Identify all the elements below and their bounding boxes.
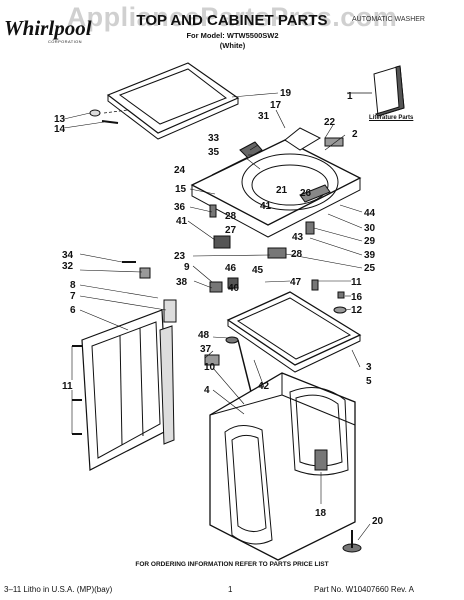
callout-11-left: 11 — [62, 381, 73, 392]
callout-10: 10 — [204, 362, 216, 373]
part-11-shape — [311, 279, 319, 291]
cabinet-rear-panel — [81, 309, 175, 471]
part-12-shape — [333, 306, 347, 314]
part-7-shape — [163, 299, 177, 323]
callout-24: 24 — [174, 165, 186, 176]
callout-25: 25 — [364, 263, 376, 274]
callout-2: 2 — [352, 129, 358, 140]
part-25-shape — [267, 247, 287, 259]
callout-28-upper: 28 — [225, 211, 237, 222]
callout-38: 38 — [176, 277, 188, 288]
callout-12: 12 — [351, 305, 363, 316]
callout-43: 43 — [292, 232, 304, 243]
callout-41-left: 41 — [176, 216, 188, 227]
callout-31: 31 — [258, 111, 270, 122]
callout-48: 48 — [198, 330, 210, 341]
brand-subtitle: CORPORATION — [48, 39, 82, 44]
part-48-shape — [225, 336, 239, 344]
callout-37: 37 — [200, 344, 212, 355]
part-16-shape — [337, 291, 345, 299]
washer-top — [190, 127, 362, 238]
callout-19: 19 — [280, 88, 292, 99]
callout-30: 30 — [364, 223, 376, 234]
callout-40: 40 — [228, 283, 240, 294]
part-32-shape — [139, 267, 151, 279]
callout-46: 46 — [225, 263, 237, 274]
callout-33: 33 — [208, 133, 220, 144]
part-27-shape — [213, 235, 231, 249]
callout-39: 39 — [364, 250, 376, 261]
footer-litho: 3–11 Litho in U.S.A. (MP)(bay) — [4, 585, 113, 594]
callout-13: 13 — [54, 114, 66, 125]
callout-36: 36 — [174, 202, 186, 213]
callout-41-center: 41 — [260, 201, 272, 212]
callout-20: 20 — [372, 516, 384, 527]
part-37-shape — [204, 354, 220, 366]
leader-lines — [63, 92, 371, 541]
callout-32: 32 — [62, 261, 74, 272]
callout-11-right: 11 — [351, 277, 362, 288]
model-number: For Model: WTW5500SW2 — [186, 31, 279, 40]
callout-26: 26 — [300, 188, 312, 199]
callout-1: 1 — [347, 91, 353, 102]
part-38-shape — [209, 281, 223, 293]
part-29-shape — [305, 221, 315, 235]
callout-44: 44 — [364, 208, 376, 219]
product-type: AUTOMATIC WASHER — [352, 16, 425, 23]
callout-4: 4 — [204, 385, 210, 396]
callout-28-lower: 28 — [291, 249, 303, 260]
part-13-shape — [89, 109, 101, 117]
callout-34: 34 — [62, 250, 74, 261]
callout-16: 16 — [351, 292, 363, 303]
washer-lid — [106, 62, 240, 140]
model-color: (White) — [219, 41, 246, 50]
part-40-shape — [227, 277, 239, 289]
callout-45: 45 — [252, 265, 264, 276]
callout-15: 15 — [175, 184, 187, 195]
callout-6: 6 — [70, 305, 76, 316]
callout-18: 18 — [315, 508, 327, 519]
part-36-shape — [209, 204, 217, 218]
base-frame — [226, 291, 362, 373]
brand-logo: Whirlpool — [4, 16, 92, 40]
page-title: TOP AND CABINET PARTS — [136, 12, 328, 29]
callout-29: 29 — [364, 236, 376, 247]
callout-9: 9 — [184, 262, 190, 273]
callout-22: 22 — [324, 117, 336, 128]
callout-5: 5 — [366, 376, 372, 387]
ordering-note: FOR ORDERING INFORMATION REFER TO PARTS … — [135, 561, 329, 568]
literature-parts-label: Literature Parts — [369, 115, 414, 121]
callout-21: 21 — [276, 185, 288, 196]
callout-8: 8 — [70, 280, 76, 291]
footer-part-number: Part No. W10407660 Rev. A — [314, 585, 414, 594]
callout-23: 23 — [174, 251, 186, 262]
callout-17: 17 — [270, 100, 282, 111]
callout-27: 27 — [225, 225, 237, 236]
cabinet-front — [209, 372, 356, 561]
footer-page-number: 1 — [228, 585, 233, 594]
callout-labels: 1 2 3 4 5 6 7 8 9 10 11 11 12 13 14 15 1… — [54, 88, 384, 527]
callout-3: 3 — [366, 362, 372, 373]
literature-booklet — [347, 65, 405, 117]
callout-7: 7 — [70, 291, 76, 302]
callout-47: 47 — [290, 277, 302, 288]
callout-35: 35 — [208, 147, 220, 158]
leveling-foot — [342, 530, 362, 553]
callout-14: 14 — [54, 124, 66, 135]
part-14-shape — [101, 120, 119, 124]
callout-42: 42 — [258, 381, 270, 392]
